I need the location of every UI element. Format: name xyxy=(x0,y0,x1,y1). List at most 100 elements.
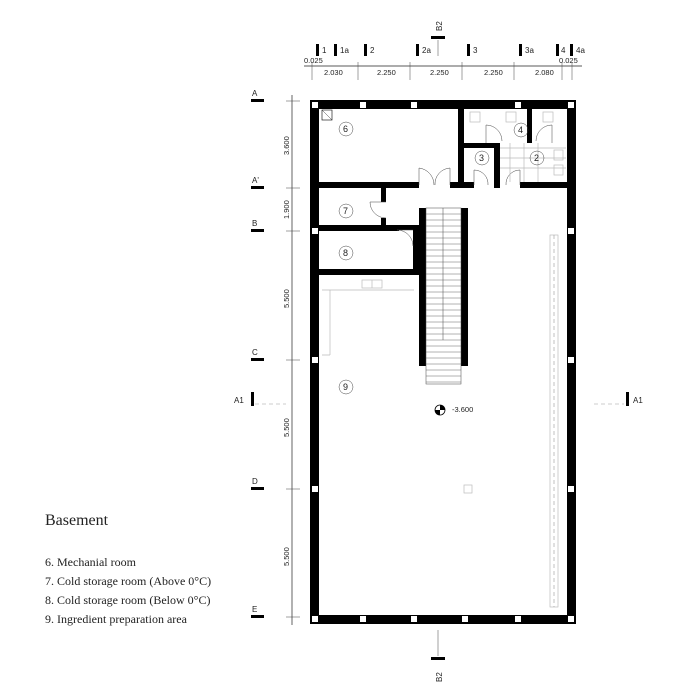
row-marker-d xyxy=(251,487,264,490)
row-marker-b xyxy=(251,229,264,232)
column-e3 xyxy=(462,616,468,622)
column-e3a xyxy=(515,616,521,622)
section-mark-a1-left: A1 xyxy=(234,392,286,406)
toilet-fixture-a xyxy=(469,111,481,123)
toilet-fixture-c xyxy=(542,111,554,123)
dim-row-4: 5.500 xyxy=(282,418,291,437)
row-label-c: C xyxy=(252,348,258,357)
section-label-b2-bottom: B2 xyxy=(435,672,444,682)
wall-room3-north xyxy=(464,143,496,148)
dim-col-5: 2.080 xyxy=(535,68,554,77)
room-number-3: 3 xyxy=(479,153,484,163)
door-room2 xyxy=(505,169,521,186)
row-label-a-prime: A' xyxy=(252,176,259,185)
wall-room7-east-a xyxy=(381,188,386,202)
axis-label-1a: 1a xyxy=(340,46,349,55)
room-tag-2 xyxy=(529,150,545,166)
wall-room8-south xyxy=(319,269,419,275)
dim-row-2: 1.900 xyxy=(282,200,291,219)
column-d4 xyxy=(568,486,574,492)
level-marker: -3.600 xyxy=(434,404,473,416)
door-room7 xyxy=(369,201,387,219)
dim-row-5: 5.500 xyxy=(282,547,291,566)
axis-label-4: 4 xyxy=(561,46,566,55)
equipment-box xyxy=(321,109,333,121)
section-label-b2-top: B2 xyxy=(435,21,444,31)
counter-outline xyxy=(322,289,414,356)
dim-col-2: 2.250 xyxy=(377,68,396,77)
door-room6-right xyxy=(434,167,451,186)
column-b1 xyxy=(312,228,318,234)
building-walls xyxy=(310,100,576,624)
section-mark-a1-right: A1 xyxy=(594,392,643,406)
dim-col-1: 2.030 xyxy=(324,68,343,77)
room-number-7: 7 xyxy=(343,206,348,216)
section-mark-b2-bottom: B2 xyxy=(431,630,445,682)
axis-marker-3 xyxy=(467,44,470,56)
wall-north xyxy=(310,100,576,109)
sink-b xyxy=(553,164,564,176)
floor-drain xyxy=(463,484,473,494)
wall-room6-east xyxy=(458,100,464,188)
column-a3a xyxy=(515,102,521,108)
row-label-d: D xyxy=(252,477,258,486)
toilet-fixture-b xyxy=(505,111,517,123)
tile-pattern xyxy=(500,143,566,182)
room-tag-4 xyxy=(513,122,529,138)
top-dimension-line: 0.025 0.025 2.030 2.250 2.250 2.250 2.08… xyxy=(304,56,582,80)
room-number-8: 8 xyxy=(343,248,348,258)
floor-title: Basement xyxy=(45,512,109,529)
door-room6-left xyxy=(418,167,435,186)
wall-room6-south-a xyxy=(319,182,419,188)
legend-item: 9. Ingredient preparation area xyxy=(45,612,187,626)
room-number-9: 9 xyxy=(343,382,348,392)
row-label-b: B xyxy=(252,219,257,228)
section-mark-b2-top: B2 xyxy=(431,21,445,56)
door-room3 xyxy=(473,169,489,186)
legend-item: 7. Cold storage room (Above 0°C) xyxy=(45,574,212,588)
axis-marker-1a xyxy=(334,44,337,56)
door-toilet-left xyxy=(485,124,503,143)
column-e4 xyxy=(568,616,574,622)
row-marker-c xyxy=(251,358,264,361)
axis-label-2a: 2a xyxy=(422,46,431,55)
row-marker-a-prime xyxy=(251,186,264,189)
room-legend: 6. Mechanial room 7. Cold storage room (… xyxy=(45,553,211,629)
column-a4 xyxy=(568,102,574,108)
wall-toilet-divider xyxy=(527,105,532,143)
dim-col-3: 2.250 xyxy=(430,68,449,77)
room-tag-8 xyxy=(338,245,354,261)
wall-room8-north xyxy=(399,225,419,230)
wall-room8-east xyxy=(413,225,419,275)
column-d1 xyxy=(312,486,318,492)
left-dimension-line: 3.600 1.900 5.500 5.500 5.500 xyxy=(282,95,300,625)
door-room8 xyxy=(396,229,414,247)
column-axis-markers: 1 1a 2 2a 3 3a 4 4a xyxy=(316,44,585,56)
sink-a xyxy=(553,149,564,161)
wall-stair-east xyxy=(461,208,468,366)
stair-outline xyxy=(425,207,462,385)
axis-label-1: 1 xyxy=(322,46,327,55)
axis-marker-1 xyxy=(316,44,319,56)
row-axis-markers: A A' B C D E xyxy=(251,89,264,618)
legend-item: 8. Cold storage room (Below 0°C) xyxy=(45,593,211,607)
staircase xyxy=(425,207,462,385)
door-toilet-right xyxy=(535,124,553,143)
room-tag-9 xyxy=(338,379,354,395)
dim-col-4: 2.250 xyxy=(484,68,503,77)
axis-marker-3a xyxy=(519,44,522,56)
wall-room3-south xyxy=(464,182,474,188)
room-labels: 6 7 8 9 4 3 2 xyxy=(338,121,545,395)
wall-stair-west xyxy=(419,208,426,366)
room-tag-3 xyxy=(474,150,490,166)
wall-room6-south-b xyxy=(450,182,462,188)
column-a2a xyxy=(411,102,417,108)
fixtures xyxy=(321,109,566,608)
wall-room7-south xyxy=(319,225,399,231)
wall-room7-east-b xyxy=(381,218,386,231)
column-e1 xyxy=(312,616,318,622)
row-marker-e xyxy=(251,615,264,618)
room-number-4: 4 xyxy=(518,125,523,135)
